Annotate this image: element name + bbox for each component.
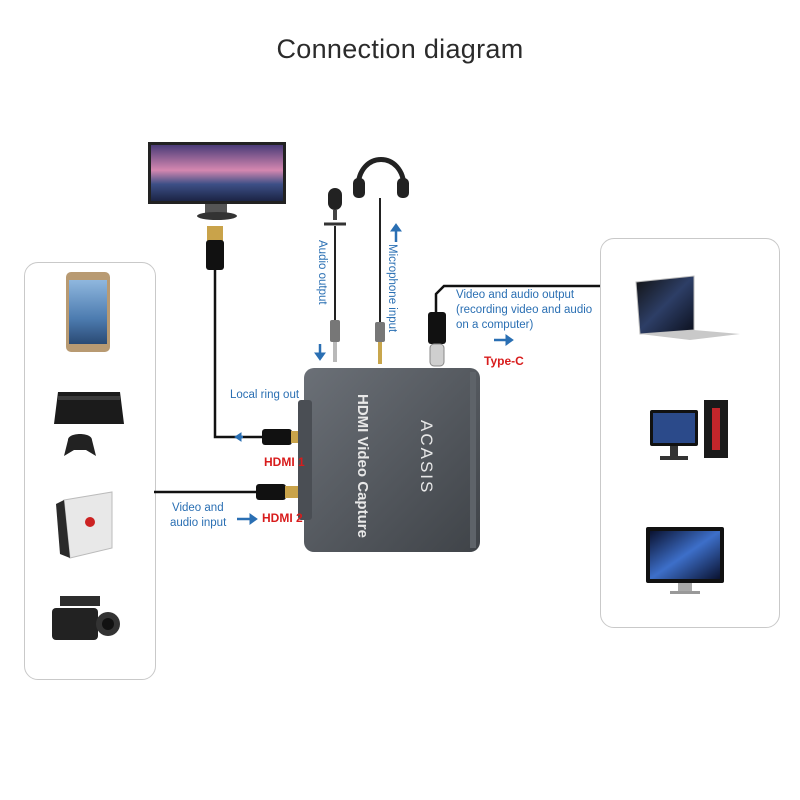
capture-device xyxy=(298,368,480,552)
microphone-input-label: Microphone input xyxy=(386,244,398,333)
video-audio-input-label-2: audio input xyxy=(170,517,227,529)
game-console-icon xyxy=(54,392,124,456)
video-audio-input-label-1: Video and xyxy=(172,502,224,514)
desktop-pc-icon xyxy=(650,400,728,460)
hdmi-cable-input xyxy=(154,484,299,500)
local-ring-out-label: Local ring out xyxy=(230,389,300,401)
output-label-2: (recording video and audio xyxy=(456,304,593,316)
monitor-icon xyxy=(148,142,286,220)
microphone-icon xyxy=(324,188,346,226)
page-title: Connection diagram xyxy=(276,34,524,64)
type-c-label: Type-C xyxy=(484,354,524,368)
flow-arrows xyxy=(234,223,514,525)
hdmi1-label: HDMI 1 xyxy=(264,455,305,469)
tv-box-icon xyxy=(56,491,113,559)
smartphone-icon xyxy=(66,272,110,352)
audio-output-label: Audio output xyxy=(316,240,328,305)
type-c-cable xyxy=(428,284,600,367)
camcorder-icon xyxy=(52,596,120,640)
hdmi2-label: HDMI 2 xyxy=(262,511,303,525)
output-label-1: Video and audio output xyxy=(456,289,575,301)
laptop-icon xyxy=(635,275,740,340)
device-product-label: HDMI Video Capture xyxy=(354,394,371,538)
headphones-icon xyxy=(353,157,409,198)
device-brand-logo: ACASIS xyxy=(417,420,436,495)
hdmi-cable-ring-out xyxy=(206,226,305,445)
all-in-one-pc-icon xyxy=(646,527,724,594)
output-label-3: on a computer) xyxy=(456,319,534,331)
